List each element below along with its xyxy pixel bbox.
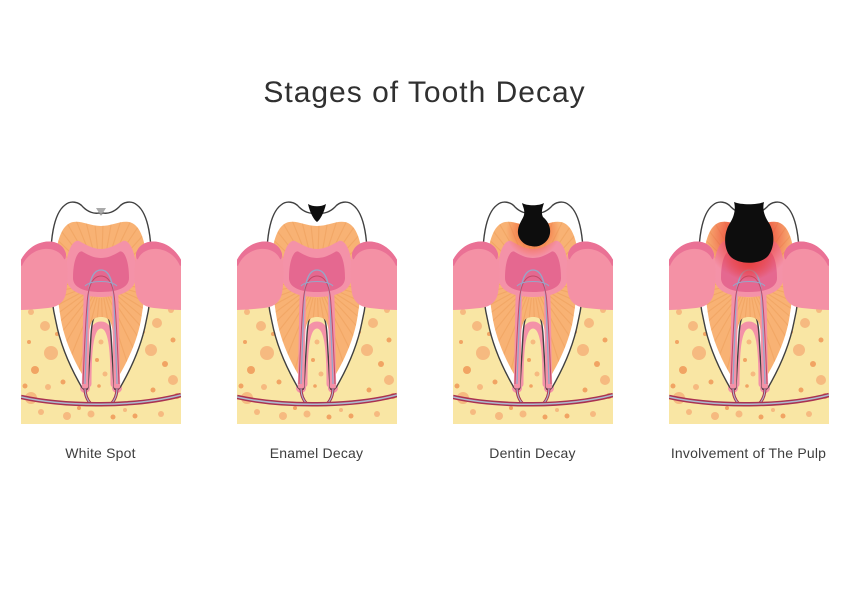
blood-vessels: [20, 387, 181, 407]
decay-cavity: [307, 204, 326, 222]
pulp-core: [72, 251, 129, 292]
stage-label: Involvement of The Pulp: [670, 445, 827, 461]
pulp-core: [288, 251, 345, 292]
gums: [452, 241, 613, 310]
tooth-illustration: [452, 201, 613, 424]
blood-vessels: [452, 387, 613, 407]
tooth-illustration: [236, 201, 397, 424]
pulp-nerves: [514, 269, 551, 385]
decay-stage-overlay: [505, 203, 560, 258]
blood-vessels: [668, 387, 829, 407]
stage-label: White Spot: [65, 445, 136, 461]
pulp-nerves: [82, 269, 119, 385]
pulp-core: [504, 251, 561, 292]
decay-stage-overlay: [307, 204, 326, 222]
stage-figure-enamel-decay: Enamel Decay: [236, 190, 397, 461]
stage-figure-pulp-involvement: Involvement of The Pulp: [668, 190, 829, 461]
gums: [236, 241, 397, 310]
tooth-illustration: [668, 201, 829, 424]
stage-label: Dentin Decay: [489, 445, 576, 461]
stage-label: Enamel Decay: [269, 445, 364, 461]
pulp-nerves: [298, 269, 335, 385]
blood-vessels: [236, 387, 397, 407]
stage-figure-white-spot: White Spot: [20, 190, 181, 461]
page-title: Stages of Tooth Decay: [263, 76, 586, 109]
tooth-illustration: [20, 201, 181, 424]
decay-stage-overlay: [704, 202, 793, 281]
decay-cavity: [517, 203, 550, 247]
white-spot-mark: [95, 208, 106, 216]
decay-stage-overlay: [95, 208, 106, 216]
gums: [20, 241, 181, 310]
decay-cavity: [724, 202, 773, 263]
bone-texture-dots: [22, 307, 180, 420]
stage-figure-dentin-decay: Dentin Decay: [452, 190, 613, 461]
stages-row: White Spot Enamel Decay Dentin Decay Inv…: [0, 190, 849, 461]
gums: [668, 241, 829, 310]
